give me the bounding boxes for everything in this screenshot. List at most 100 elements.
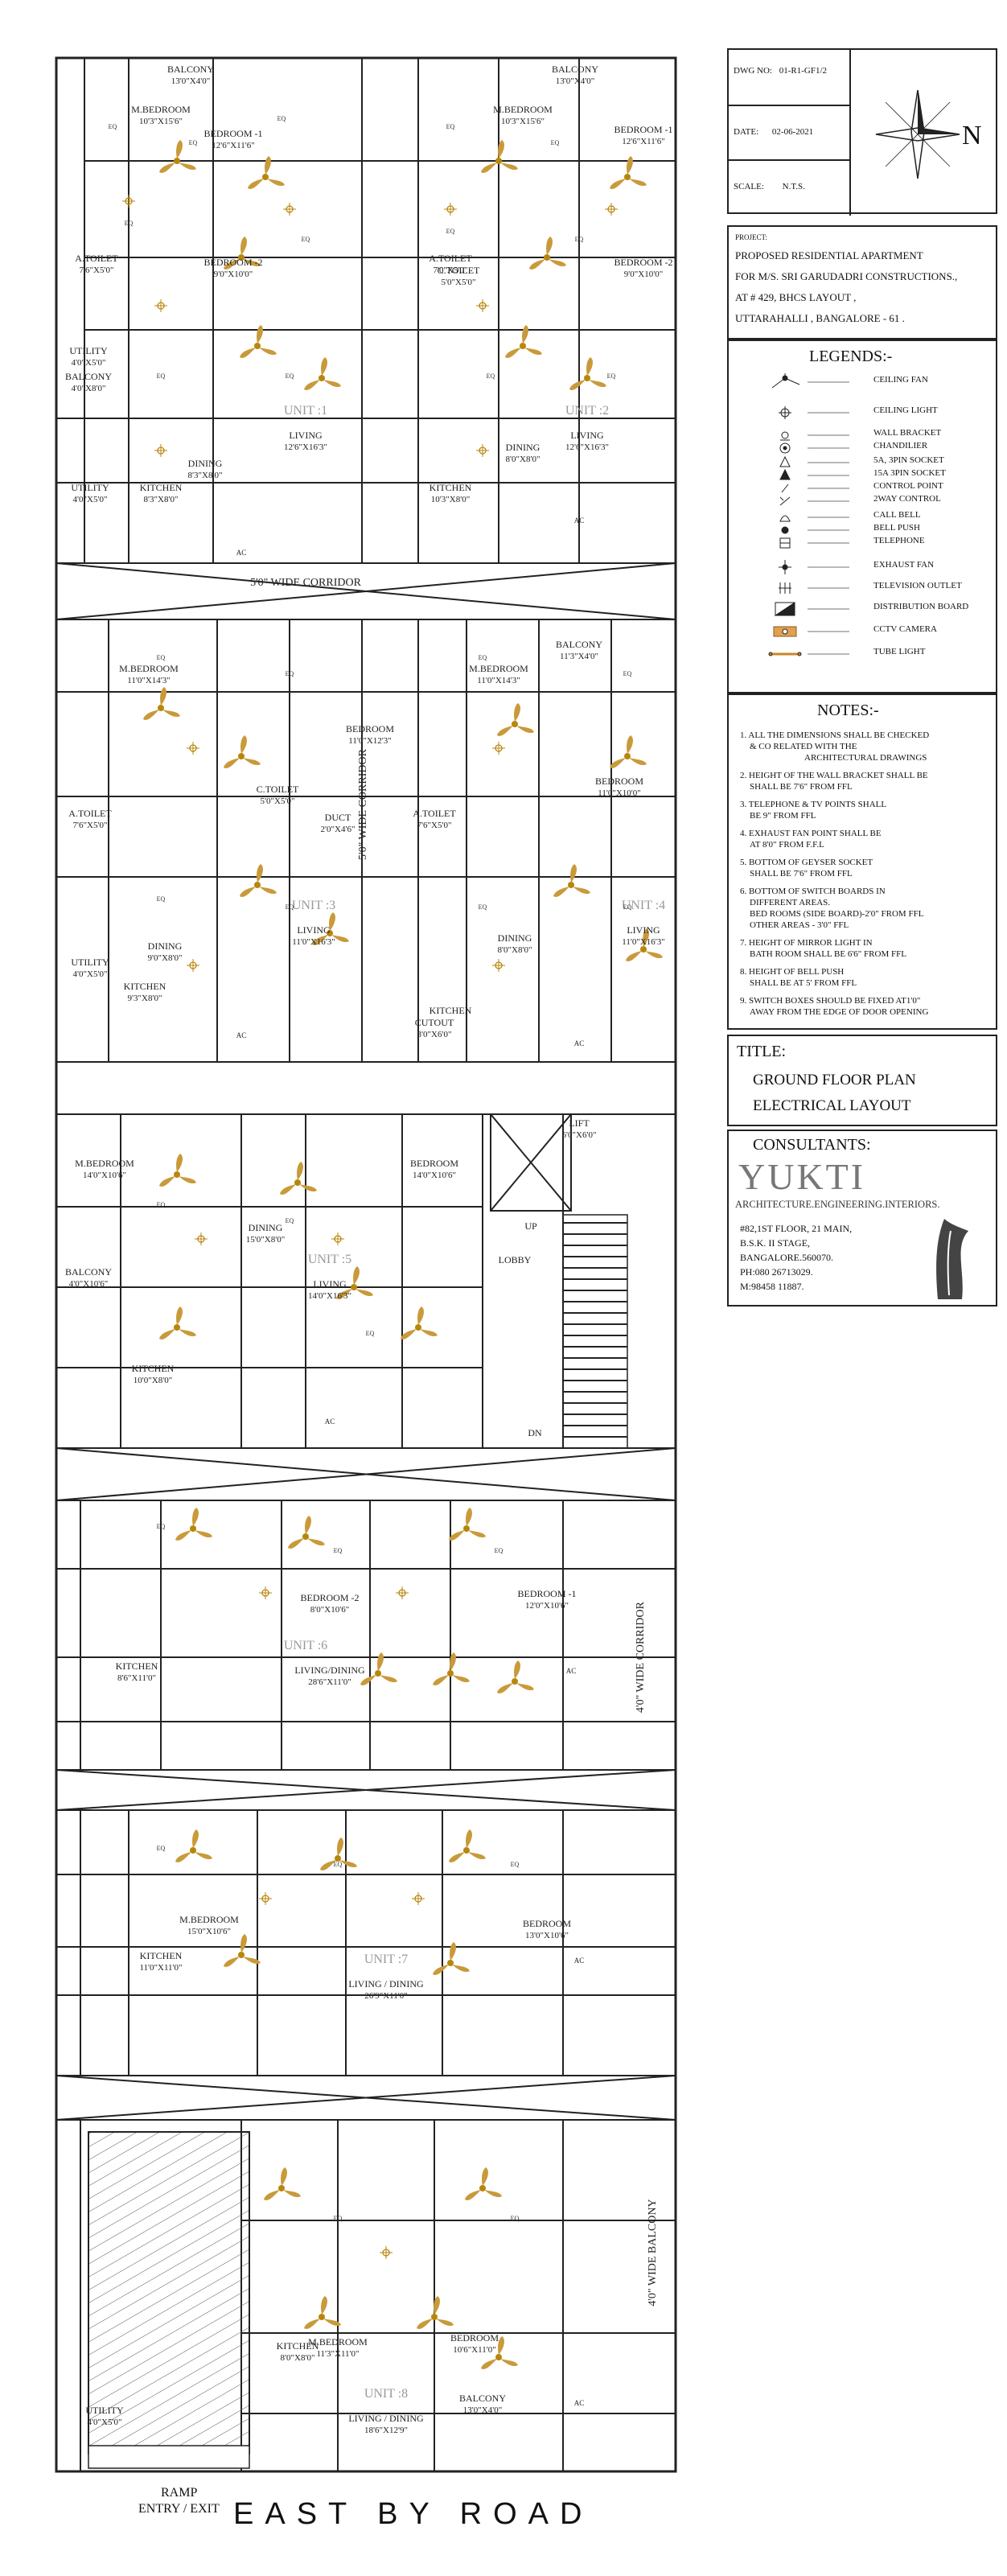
ceiling-fan-icon — [497, 703, 534, 736]
room-dimension: 18'6"X12'9" — [364, 2426, 408, 2435]
ceiling-light-icon — [379, 2245, 393, 2260]
legend-label: BELL PUSH — [873, 523, 920, 533]
eq-mark: EQ — [607, 372, 616, 380]
room-name: LIVING — [289, 430, 323, 441]
eq-mark: EQ — [302, 236, 310, 243]
room-dimension: 8'3"X8'0" — [144, 495, 179, 504]
legend-leader-line — [808, 381, 849, 383]
room-dimension: 11'3"X4'0" — [560, 652, 598, 661]
room-name: C.TOILET — [438, 265, 480, 276]
room-name: DINING — [188, 458, 223, 469]
room-name: DINING — [506, 442, 540, 453]
eq-mark: EQ — [366, 1330, 375, 1337]
room-dimension: 4'0"X5'0" — [72, 358, 106, 368]
cctv-camera-icon — [773, 626, 797, 637]
corridor-band — [55, 562, 676, 620]
room-name: UTILITY — [71, 482, 109, 493]
legend-item: TUBE LIGHT — [745, 645, 986, 663]
legend-label: TELEPHONE — [873, 536, 925, 545]
dwg-no-label: DWG NO: — [734, 66, 772, 76]
ac-mark: AC — [574, 516, 585, 525]
room-name: KITCHEN — [116, 1660, 158, 1672]
unit-label: UNIT :5 — [308, 1253, 351, 1266]
note-line: DIFFERENT AREAS. — [750, 898, 831, 907]
corridor-label: 4'0" WIDE CORRIDOR — [635, 1601, 647, 1713]
legend-label: 15A 3PIN SOCKET — [873, 468, 946, 478]
ceiling-light-icon — [475, 443, 490, 458]
room-dimension: 3'0"X6'0" — [417, 1030, 452, 1039]
room-dimension: 6'0"X6'0" — [562, 1130, 597, 1140]
room-name: UTILITY — [71, 957, 109, 968]
project-line-4: UTTARAHALLI , BANGALORE - 61 . — [735, 312, 905, 324]
room-dimension: 9'0"X10'0" — [624, 270, 663, 279]
room-name: KITCHEN — [140, 1950, 183, 1961]
room-name: KITCHEN — [124, 981, 166, 992]
room-dimension: 8'3"X8'0" — [188, 471, 223, 480]
unit-label: UNIT :7 — [364, 1953, 408, 1966]
room-name: LIFT — [569, 1117, 590, 1129]
room-name: UTILITY — [69, 345, 108, 356]
telephone-icon — [779, 537, 791, 549]
title-line-1: GROUND FLOOR PLAN — [753, 1072, 916, 1088]
eq-mark: EQ — [575, 236, 584, 243]
ceiling-fan-icon — [280, 1162, 317, 1195]
room-dimension: 10'3"X8'0" — [431, 495, 470, 504]
ceiling-fan-icon — [449, 1508, 486, 1541]
stair — [562, 1214, 628, 1449]
note-line: 6. BOTTOM OF SWITCH BOARDS IN — [740, 887, 886, 896]
room-dimension: 7'0"X5'0" — [434, 265, 468, 275]
room-name: BEDROOM — [346, 723, 394, 735]
ceiling-fan-icon — [224, 735, 261, 768]
room-name: M.BEDROOM — [131, 104, 191, 115]
eq-mark: EQ — [125, 220, 134, 227]
corridor-label: 4'0" WIDE BALCONY — [647, 2199, 659, 2306]
legend-item: CONTROL POINT — [745, 479, 986, 497]
room-dimension: 15'0"X10'6" — [187, 1927, 231, 1936]
eq-mark: EQ — [157, 654, 166, 661]
eq-mark: EQ — [157, 1523, 166, 1530]
consultants-label: CONSULTANTS: — [753, 1136, 871, 1154]
legend-leader-line — [808, 434, 849, 436]
ceiling-fan-icon — [569, 357, 606, 390]
room-dimension: 14'0"X16'3" — [308, 1291, 351, 1301]
room-dimension: 11'3"X11'0" — [316, 2349, 359, 2359]
room-dimension: 7'6"X5'0" — [80, 265, 114, 275]
room-dimension: 4'0"X10'6" — [69, 1279, 108, 1289]
room-dimension: 11'0"X16'3" — [292, 937, 335, 947]
project-line-1: PROPOSED RESIDENTIAL APARTMENT — [735, 249, 923, 261]
room-name: DINING — [249, 1222, 283, 1233]
room-name: UTILITY — [85, 2405, 124, 2416]
unit-label: UNIT :4 — [622, 899, 665, 912]
firm-name: YUKTI — [738, 1156, 866, 1197]
ceiling-light-icon — [604, 202, 619, 216]
note-line: SHALL BE 7'6" FROM FFL — [750, 869, 853, 879]
legend-label: WALL BRACKET — [873, 428, 942, 438]
ceiling-light-icon — [443, 202, 458, 216]
road-label: EAST BY ROAD — [233, 2497, 594, 2531]
parking-hatch — [88, 2131, 250, 2455]
note-line: AWAY FROM THE EDGE OF DOOR OPENING — [750, 1007, 929, 1017]
legend-leader-line — [808, 462, 849, 463]
room-name: LOBBY — [499, 1254, 532, 1265]
legend-leader-line — [808, 516, 849, 518]
unit-label: UNIT :1 — [284, 404, 327, 418]
room-name: BEDROOM -2 — [203, 257, 262, 268]
legend-leader-line — [808, 587, 849, 589]
note-line: BE 9" FROM FFL — [750, 811, 816, 821]
drawing-title-block: TITLE: GROUND FLOOR PLAN ELECTRICAL LAYO… — [727, 1035, 997, 1126]
eq-mark: EQ — [109, 123, 117, 130]
title-block-header: DWG NO: 01-R1-GF1/2 DATE: 02-06-2021 SCA… — [727, 48, 997, 216]
date-label: DATE: — [734, 127, 759, 137]
firm-tagline: ARCHITECTURE.ENGINEERING.INTERIORS. — [735, 1199, 940, 1210]
room-dimension: 9'0"X10'0" — [214, 270, 253, 279]
ceiling-light-icon — [779, 406, 791, 419]
eq-mark: EQ — [623, 670, 632, 677]
legend-label: CEILING LIGHT — [873, 405, 938, 415]
room-dimension: 7'6"X5'0" — [417, 821, 452, 830]
eq-mark: EQ — [495, 1547, 504, 1554]
ceiling-light-icon — [395, 1586, 409, 1600]
socket-15a-icon — [779, 468, 791, 480]
room-dimension: 8'0"X8'0" — [506, 455, 540, 464]
corridor-diagonal — [55, 2075, 676, 2121]
legend-label: CEILING FAN — [873, 375, 928, 385]
